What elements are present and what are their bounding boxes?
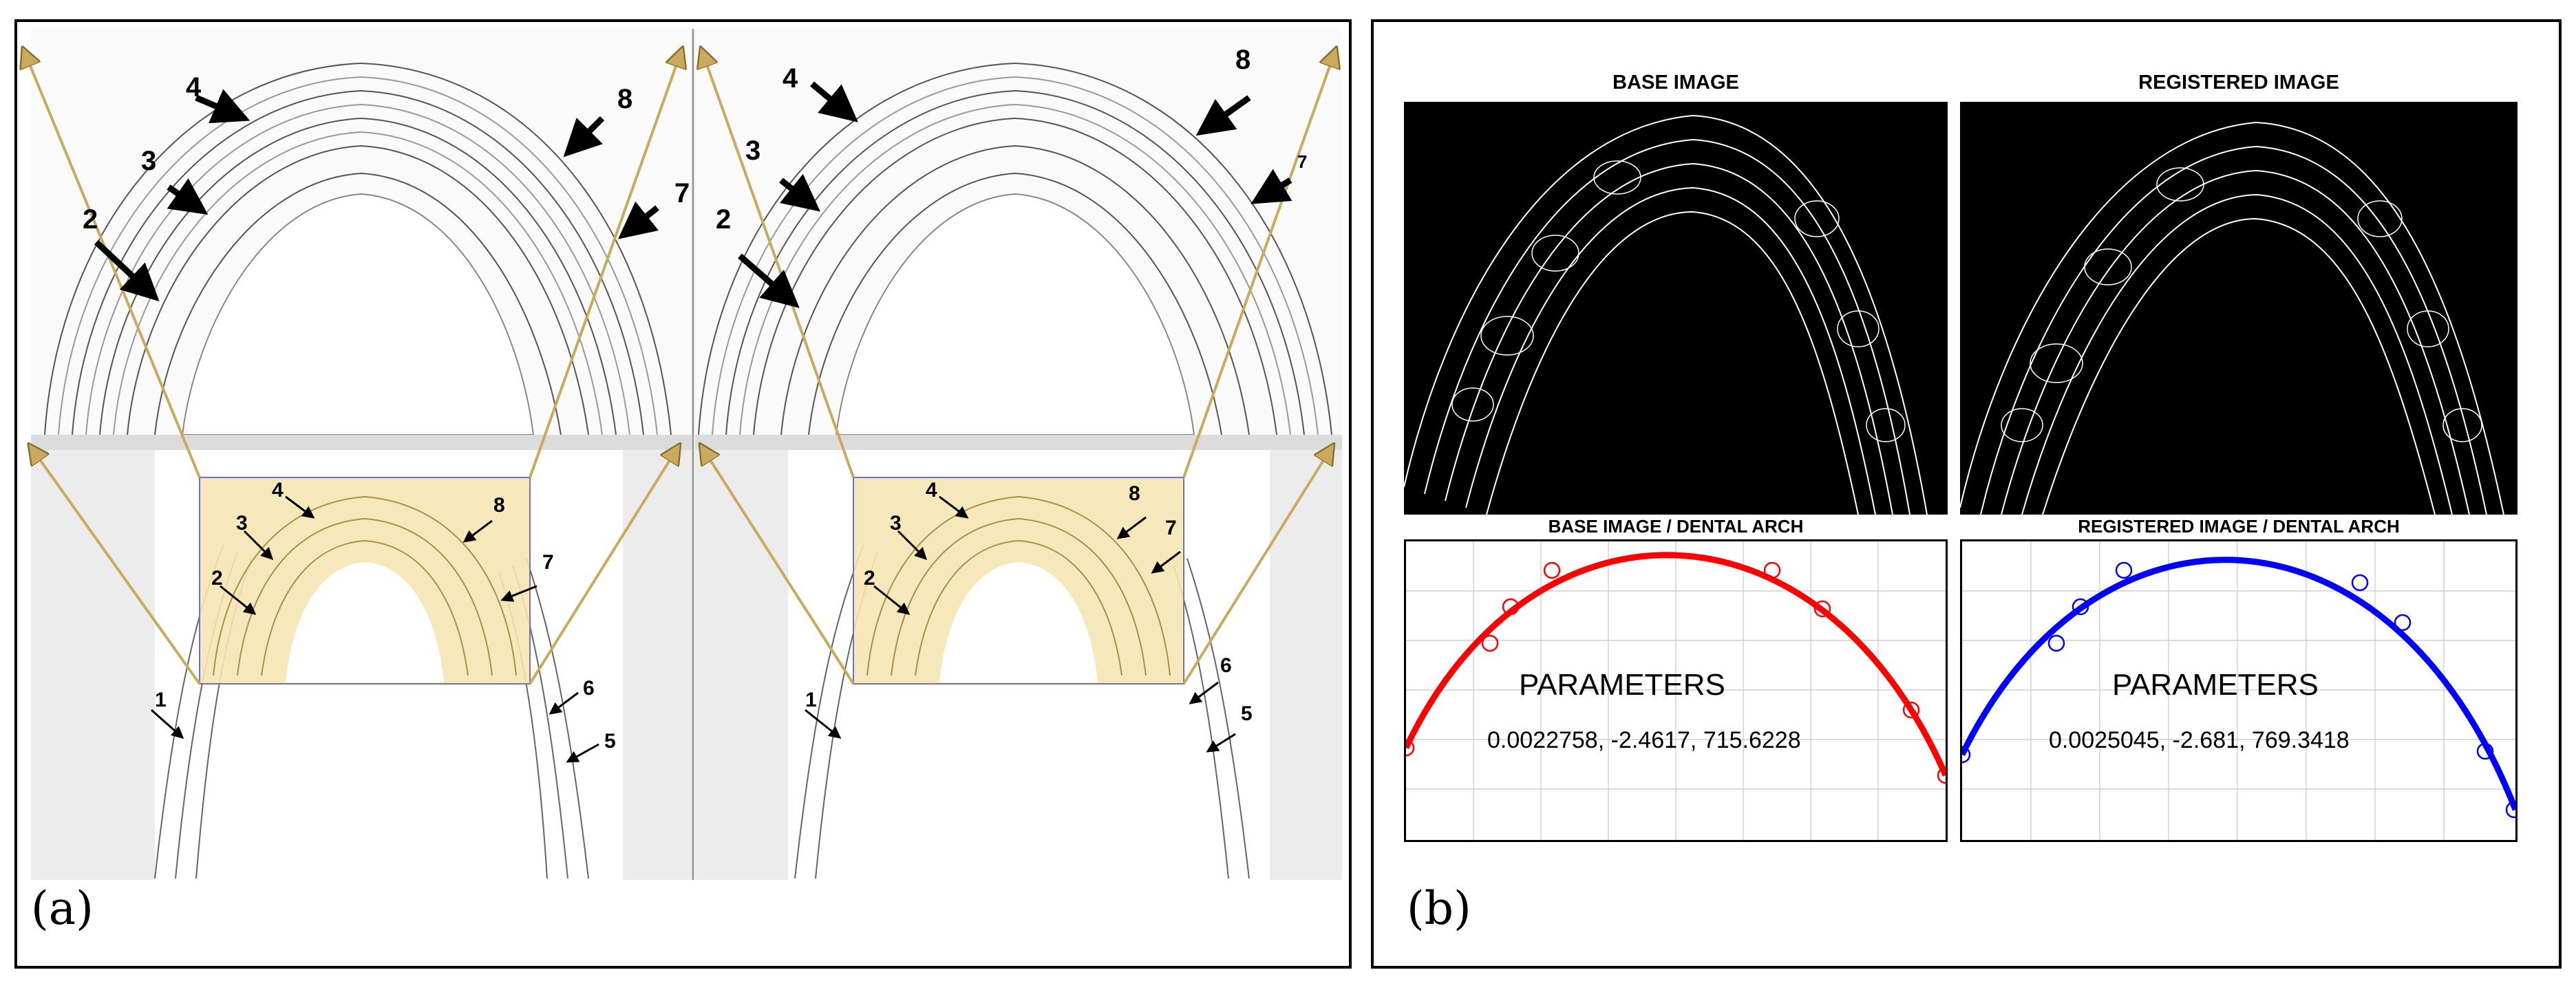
marker-top-left-8: 8: [617, 84, 632, 114]
base-point: [1763, 561, 1781, 579]
marker-bottom-right-3: 3: [890, 512, 902, 535]
base-point: [1406, 739, 1415, 757]
marker-bottom-left-3: 3: [236, 512, 248, 535]
registered-parameters-values: 0.0025045, -2.681, 769.3418: [2049, 727, 2350, 753]
marker-bottom-left-6: 6: [583, 677, 595, 700]
panel-b-label: (b): [1407, 882, 1471, 935]
base-point: [1813, 600, 1831, 618]
base-image-title: BASE IMAGE: [1612, 72, 1739, 94]
registered-point: [2115, 561, 2133, 579]
marker-top-left-3: 3: [141, 146, 156, 176]
marker-top-right-3: 3: [745, 136, 760, 166]
registered-contour-image: [1960, 102, 2518, 515]
marker-bottom-left-1: 1: [155, 689, 167, 711]
marker-bottom-right-6: 6: [1220, 654, 1232, 677]
marker-top-left-4: 4: [186, 72, 202, 103]
base-arch-title: BASE IMAGE / DENTAL ARCH: [1548, 516, 1804, 537]
tooth-arrows-top: [94, 81, 1292, 308]
bottom-left-overview: [31, 450, 692, 880]
base-arch-plot-svg: [1406, 541, 1946, 840]
marker-top-right-8: 8: [1235, 45, 1250, 75]
marker-bottom-right-2: 2: [864, 567, 875, 590]
bottom-right-overview: [695, 450, 1342, 880]
registered-point: [2476, 742, 2494, 760]
panel-a-figure: 2 3 4 7 8 2 3 4 7 8 1 2 3 4 5 6 7 8 1 2 …: [17, 29, 1342, 880]
marker-bottom-right-4: 4: [926, 479, 937, 502]
registered-point: [2047, 634, 2065, 652]
marker-bottom-left-8: 8: [493, 494, 505, 517]
top-left-surface-view: [31, 29, 692, 450]
marker-top-left-2: 2: [83, 204, 98, 235]
projection-arrows: [24, 51, 1335, 685]
registered-arch-curve: [1962, 557, 2515, 811]
marker-bottom-right-1: 1: [805, 689, 817, 711]
marker-top-right-4: 4: [783, 63, 798, 94]
registered-image-title: REGISTERED IMAGE: [2138, 72, 2339, 94]
marker-bottom-left-2: 2: [211, 567, 223, 590]
marker-bottom-right-7: 7: [1165, 517, 1177, 539]
base-contour-image: [1404, 102, 1948, 515]
registered-point: [2394, 614, 2412, 632]
marker-labels-bottom: 1 2 3 4 5 6 7 8 1 2 3 4 5 6 7 8: [155, 479, 1253, 753]
registered-point: [2505, 801, 2515, 819]
registered-arch-plot-svg: [1962, 541, 2515, 840]
registered-point: [1962, 746, 1971, 764]
base-point: [1502, 598, 1520, 616]
panel-b: BASE IMAGE REGISTERED IMAGE: [1371, 19, 2562, 969]
registered-point: [2072, 598, 2089, 616]
marker-bottom-right-5: 5: [1241, 702, 1253, 725]
marker-bottom-left-4: 4: [272, 479, 284, 502]
marker-labels-top: 2 3 4 7 8 2 3 4 7 8: [83, 45, 1307, 235]
registered-arch-plot: PARAMETERS 0.0025045, -2.681, 769.3418: [1960, 539, 2518, 842]
base-point: [1481, 634, 1499, 652]
base-plot-grid: [1406, 541, 1946, 840]
tooth-arrows-bottom: [151, 495, 1236, 763]
panel-a: 2 3 4 7 8 2 3 4 7 8 1 2 3 4 5 6 7 8 1 2 …: [14, 19, 1352, 969]
base-arch-plot: PARAMETERS 0.0022758, -2.4617, 715.6228: [1404, 539, 1948, 842]
marker-top-left-7: 7: [674, 178, 690, 208]
registered-arch-title: REGISTERED IMAGE / DENTAL ARCH: [2078, 516, 2400, 537]
base-parameters-label: PARAMETERS: [1519, 668, 1725, 702]
base-point: [1543, 561, 1561, 579]
marker-top-right-2: 2: [716, 204, 731, 235]
base-point: [1937, 766, 1946, 784]
base-point: [1902, 701, 1920, 719]
marker-bottom-right-8: 8: [1129, 482, 1140, 505]
marker-bottom-left-7: 7: [542, 551, 554, 574]
registered-arch-points: [1962, 561, 2515, 819]
base-arch-curve: [1406, 552, 1946, 777]
panel-a-label: (a): [31, 882, 94, 935]
base-arch-points: [1406, 561, 1946, 784]
marker-bottom-left-5: 5: [604, 730, 616, 753]
registered-parameters-label: PARAMETERS: [2112, 668, 2319, 702]
registered-point: [2351, 574, 2369, 592]
registered-plot-grid: [1962, 541, 2515, 840]
base-parameters-values: 0.0022758, -2.4617, 715.6228: [1487, 727, 1801, 753]
marker-top-right-7: 7: [1297, 151, 1307, 172]
